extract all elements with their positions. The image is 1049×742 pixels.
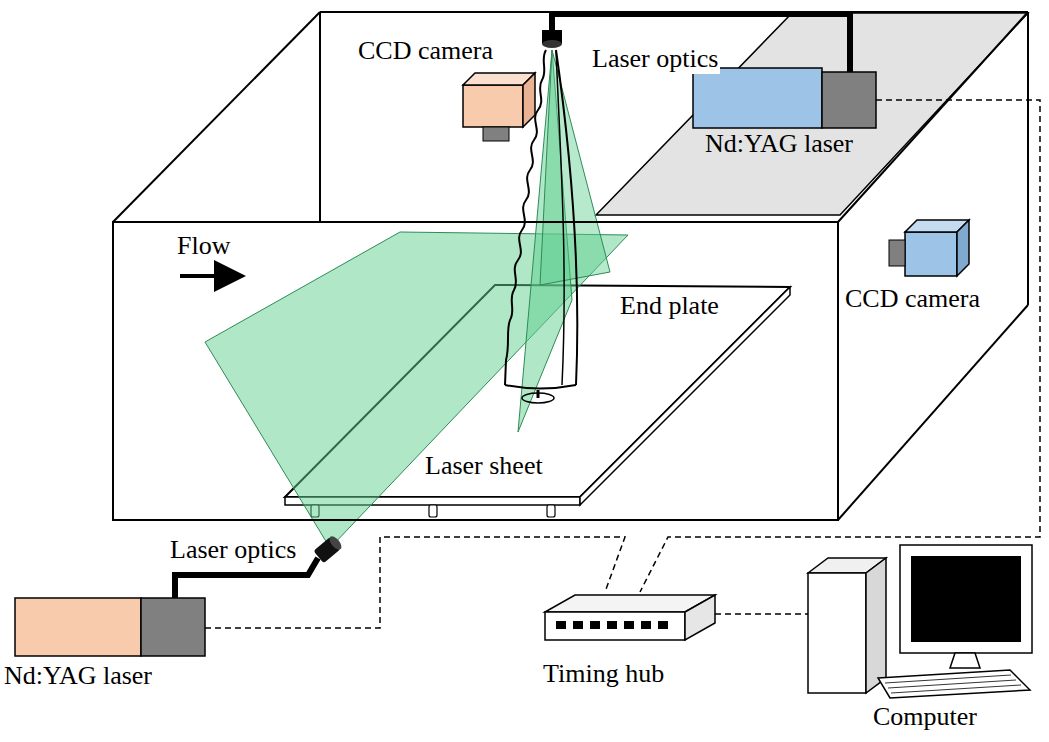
part-label: Computer <box>871 703 979 732</box>
hub-port <box>573 621 583 629</box>
keyboard-row <box>891 685 1021 693</box>
part-label: Nd:YAG laser <box>703 130 855 159</box>
part-label: Timing hub <box>541 660 666 689</box>
part-label: End plate <box>618 292 721 321</box>
hub-port <box>624 621 634 629</box>
part-label: Laser sheet <box>423 452 545 481</box>
part-label: CCD camera <box>356 37 495 66</box>
part-label: Nd:YAG laser <box>2 662 154 691</box>
hub-port <box>556 621 566 629</box>
part-label: Laser optics <box>590 45 720 74</box>
hub-port <box>658 621 668 629</box>
part-label: Laser optics <box>168 536 298 565</box>
hub-port <box>590 621 600 629</box>
hub-port <box>607 621 617 629</box>
part-label: Flow <box>175 232 232 261</box>
hub-port <box>641 621 651 629</box>
part-label: CCD camera <box>843 285 982 314</box>
